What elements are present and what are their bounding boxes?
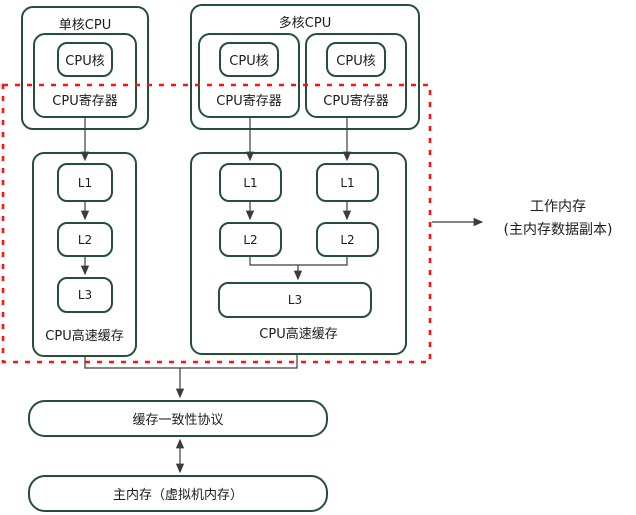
single-cache-l3-box: L3 [57,277,113,313]
main-memory-box: 主内存（虚拟机内存） [28,475,328,512]
multi-cpu-core-box-2: CPU核 [326,42,386,77]
l2-label: L2 [77,232,93,247]
multi-cpu-core-box-1: CPU核 [219,42,279,77]
multi-cpu-register-label: CPU寄存器 [216,94,282,109]
single-cpu-core-box: CPU核 [57,42,113,77]
l2-label: L2 [340,232,355,247]
coherence-protocol-label: 缓存一致性协议 [132,413,224,428]
multi-cpu-register-label: CPU寄存器 [323,94,389,109]
multi-cache-l1-box-1: L1 [219,163,282,202]
multi-cache-l2-box-2: L2 [316,222,379,257]
multi-cache-l2-box-1: L2 [219,222,282,257]
working-memory-line2: (主内存数据副本) [503,222,613,238]
single-cpu-register-label: CPU寄存器 [52,94,118,109]
multi-cache-l3-box: L3 [218,282,372,318]
single-cache-l2-box: L2 [57,222,113,257]
single-cpu-core-label: CPU核 [65,54,105,69]
single-cache-label: CPU高速缓存 [45,329,124,344]
multi-cache-label: CPU高速缓存 [259,327,338,342]
multi-cache-l1-box-2: L1 [316,163,379,202]
single-cpu-title: 单核CPU [58,18,112,33]
l2-label: L2 [243,232,258,247]
single-cache-l1-box: L1 [57,163,113,202]
l1-label: L1 [243,175,258,190]
multi-cpu-core-label: CPU核 [336,54,376,69]
multi-cpu-core-label: CPU核 [229,54,269,69]
coherence-protocol-box: 缓存一致性协议 [28,400,328,437]
l1-label: L1 [77,175,93,190]
multi-cpu-title: 多核CPU [278,16,332,31]
l3-label: L3 [287,293,303,307]
working-memory-line1: 工作内存 [530,199,586,215]
working-memory-label: 工作内存 (主内存数据副本) [468,196,636,242]
l1-label: L1 [340,175,355,190]
l3-label: L3 [77,288,93,302]
main-memory-label: 主内存（虚拟机内存） [112,488,243,503]
